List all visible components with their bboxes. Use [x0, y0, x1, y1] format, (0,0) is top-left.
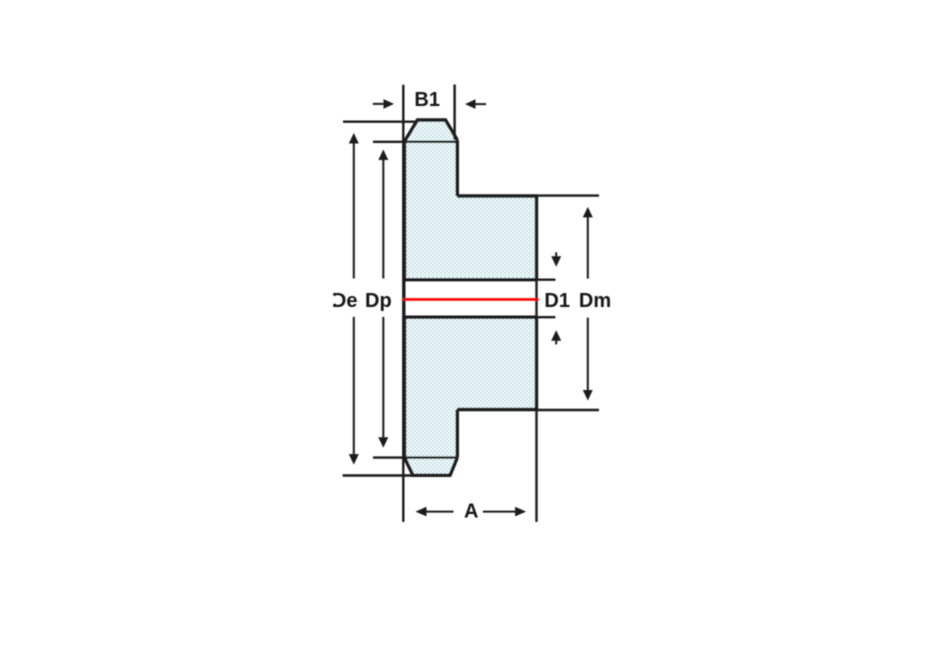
svg-text:B1: B1: [414, 89, 440, 111]
svg-text:A: A: [464, 501, 478, 523]
svg-text:D1: D1: [544, 290, 570, 312]
svg-text:Dp: Dp: [365, 290, 392, 312]
svg-text:Dm: Dm: [579, 290, 611, 312]
svg-text:De: De: [332, 290, 358, 312]
